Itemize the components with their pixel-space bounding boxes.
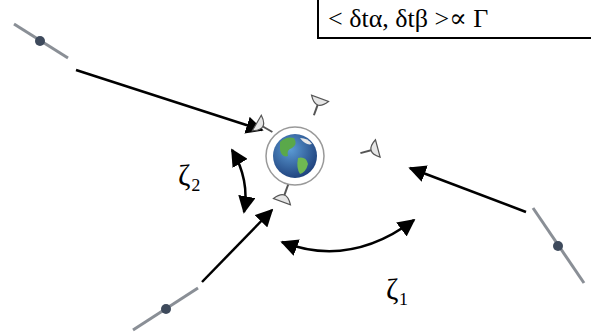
signal-arrow	[202, 210, 272, 282]
angle-label: ζ₁	[386, 274, 409, 304]
radio-dish	[358, 140, 380, 162]
radio-dish	[273, 182, 296, 205]
angle-arrow	[232, 150, 246, 212]
satellite	[14, 24, 68, 58]
satellite	[133, 288, 198, 330]
angle-label: ζ₂	[178, 160, 201, 190]
formula-box	[318, 0, 591, 38]
radio-dish	[252, 115, 277, 140]
satellite	[533, 208, 584, 283]
signal-arrow	[410, 168, 526, 212]
formula: < δtα, δtβ >∝ Γ	[328, 6, 488, 32]
earth-globe	[266, 127, 324, 185]
radio-dish	[305, 95, 328, 118]
angle-arrow	[282, 220, 414, 251]
signal-arrow	[76, 70, 262, 130]
